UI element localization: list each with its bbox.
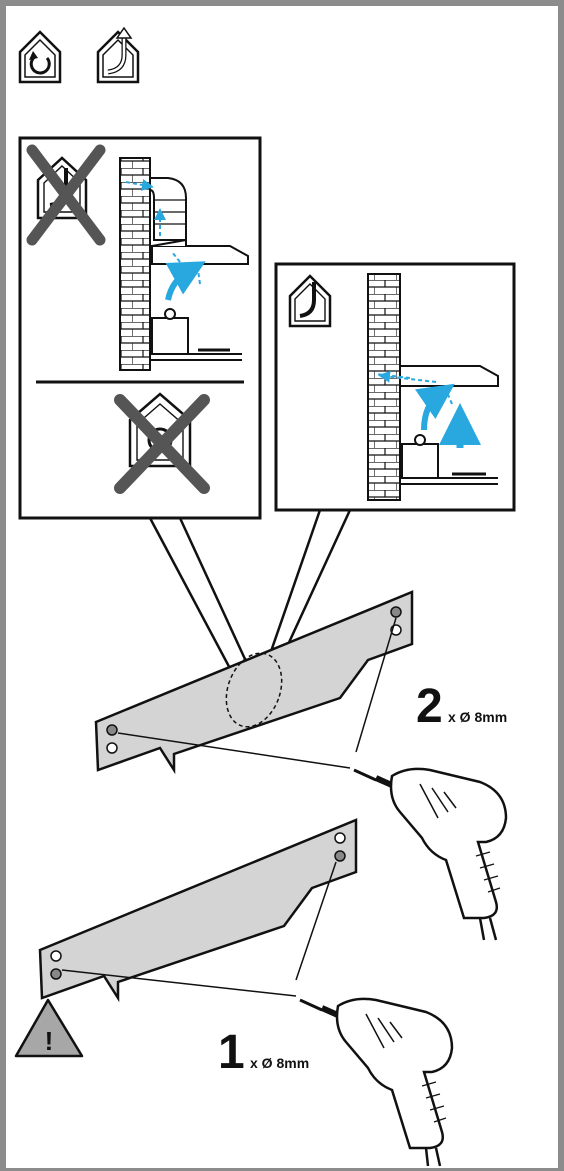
upper-drill-quantity: 2 x Ø 8mm [416,680,507,733]
lower-mounting-bracket [38,818,358,1003]
recirculation-mode-icon [18,30,62,84]
callout-lines [148,509,352,677]
lower-drill-quantity: 1 x Ø 8mm [218,1026,309,1079]
upper-mounting-bracket [94,590,414,775]
prohibited-recirculation-icon [114,392,210,494]
upper-hole-count: 2 [416,680,443,733]
drill-icon-lower [299,997,454,1167]
panel-duct-not-allowed [18,136,262,520]
drill-icon [353,767,508,941]
warning-triangle-icon: ! [14,998,84,1058]
lower-hole-count: 1 [218,1026,245,1079]
exhaust-mode-small-icon [288,274,332,328]
lower-hole-spec: x Ø 8mm [250,1055,309,1071]
prohibited-exhaust-icon [26,144,106,246]
upper-hole-spec: x Ø 8mm [448,709,507,725]
warning-glyph: ! [45,1026,54,1056]
exhaust-mode-icon [96,26,140,84]
panel-wall-exhaust [274,262,516,512]
